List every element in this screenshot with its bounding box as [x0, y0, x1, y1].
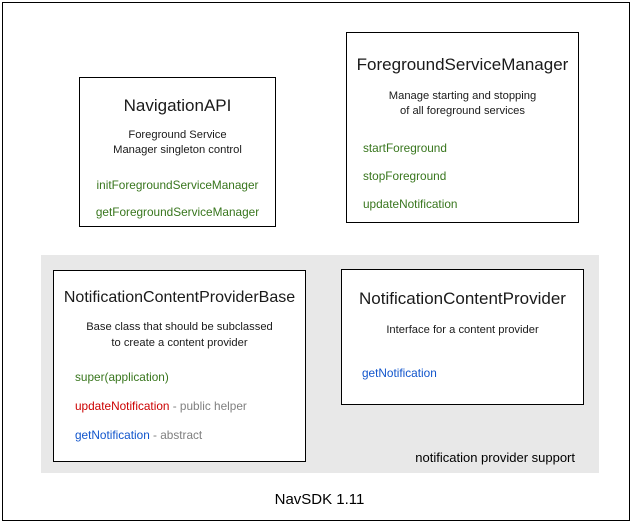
method-name: getNotification: [362, 365, 437, 380]
method-list: startForeground stopForeground updateNot…: [347, 141, 578, 211]
method-name: initForegroundServiceManager: [96, 177, 259, 192]
class-description: Foreground Service Manager singleton con…: [80, 128, 275, 158]
method-note: - public helper: [169, 398, 247, 413]
class-title: NotificationContentProviderBase: [63, 289, 296, 306]
class-description-line: to create a content provider: [111, 336, 248, 349]
method-row[interactable]: getForegroundServiceManager: [80, 205, 275, 219]
method-list: getNotification: [342, 366, 583, 380]
method-name: updateNotification: [363, 197, 458, 212]
class-box-notification-content-provider-base[interactable]: NotificationContentProviderBase Base cla…: [53, 270, 306, 462]
class-title: NavigationAPI: [123, 96, 232, 115]
class-box-notification-content-provider[interactable]: NotificationContentProvider Interface fo…: [341, 269, 584, 405]
class-description: Interface for a content provider: [342, 323, 583, 338]
class-description-line: Foreground Service: [128, 128, 227, 141]
method-list: initForegroundServiceManager getForegrou…: [80, 178, 275, 219]
class-description-line: Manager singleton control: [113, 143, 242, 156]
method-name: super(application): [75, 369, 169, 384]
class-box-foreground-service-manager[interactable]: ForegroundServiceManager Manage starting…: [346, 32, 579, 223]
method-row[interactable]: super(application): [75, 370, 305, 384]
method-row[interactable]: startForeground: [363, 141, 578, 155]
class-description-line: Base class that should be subclassed: [86, 321, 273, 334]
method-name: startForeground: [363, 140, 447, 155]
method-name: getNotification: [75, 427, 150, 442]
method-name: stopForeground: [363, 168, 447, 183]
method-row[interactable]: updateNotification - public helper: [75, 399, 305, 413]
method-row[interactable]: getNotification: [362, 366, 583, 380]
class-box-navigation-api[interactable]: NavigationAPI Foreground Service Manager…: [79, 77, 276, 227]
class-title: ForegroundServiceManager: [356, 55, 569, 74]
class-description: Base class that should be subclassed to …: [54, 320, 305, 350]
group-panel-label: notification provider support: [415, 450, 575, 465]
class-description: Manage starting and stopping of all fore…: [347, 89, 578, 119]
method-row[interactable]: getNotification - abstract: [75, 428, 305, 442]
method-name: getForegroundServiceManager: [95, 204, 260, 219]
method-row[interactable]: updateNotification: [363, 197, 578, 211]
class-description-line: of all foreground services: [400, 104, 525, 117]
method-note: - abstract: [149, 427, 203, 442]
method-list: super(application) updateNotification - …: [54, 370, 305, 442]
class-description-line: Interface for a content provider: [386, 323, 539, 336]
method-row[interactable]: stopForeground: [363, 169, 578, 183]
method-name: updateNotification: [75, 398, 170, 413]
outer-frame: NavigationAPI Foreground Service Manager…: [2, 2, 630, 521]
method-row[interactable]: initForegroundServiceManager: [80, 178, 275, 192]
class-description-line: Manage starting and stopping: [388, 89, 537, 102]
footer-caption: NavSDK 1.11: [274, 491, 365, 508]
class-title: NotificationContentProvider: [359, 289, 566, 308]
